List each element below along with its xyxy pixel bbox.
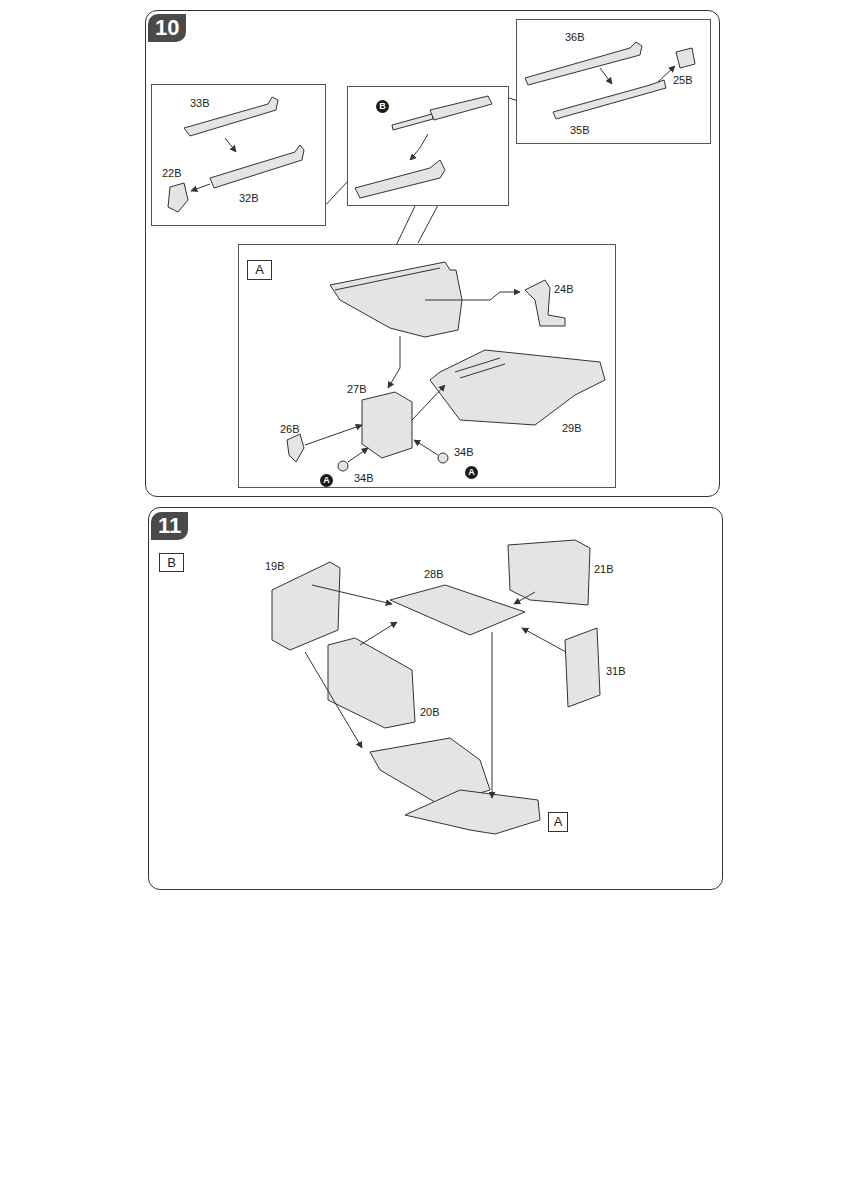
part-29 [430,350,605,425]
subassembly-tag: B [159,553,184,572]
callout-number: 21B [594,563,614,576]
callout-number: 36B [565,31,585,44]
step-number: 10 [148,14,186,42]
callout-number: 25B [673,74,693,87]
part-34 [438,453,448,463]
leader-line [425,292,520,300]
tag-letter: A [248,261,271,279]
part-34 [338,461,348,471]
part-31 [565,628,600,707]
gun-body [355,160,445,198]
callout-number: 19B [265,560,285,573]
part-21 [508,540,590,605]
part-20 [328,638,415,728]
callout-number: 34B [454,446,474,459]
step-panel: 11B A [148,507,723,890]
callout-number: 24B [554,283,574,296]
part-27 [362,392,412,458]
leader-line [600,68,612,84]
leader-line [225,138,236,152]
leader-line [412,385,445,420]
callout-connector [509,98,516,100]
callout-number: 26B [280,423,300,436]
part-25 [676,48,695,68]
plate-slot [455,358,505,378]
leader-line [348,448,368,462]
callout-number: 33B [190,97,210,110]
callout-number: 29B [562,422,582,435]
detail-inset: 33B 22B 32B [151,84,326,226]
leader-line [360,622,397,645]
leader-line [388,336,400,388]
callout-number: 27B [347,383,367,396]
receiver [430,96,492,120]
callout-number: 32B [239,192,259,205]
part-28 [390,585,525,635]
tag-letter: A [549,813,567,831]
step-panel: 10 33B 22B 32B B 36B 25B 35B 24B 27B 26B 29B 34B 34B A… [145,10,720,497]
leader-line [410,134,428,160]
barrel-line [335,268,440,290]
leader-line [305,425,362,445]
barrel [392,114,433,130]
glue-mark: A [465,466,478,479]
callout-number: 20B [420,706,440,719]
subassembly-tag: A [548,812,568,832]
leader-line [305,652,362,748]
leader-line [658,66,675,82]
subassembly-tag: A [247,260,272,280]
part-26 [287,434,304,462]
mount-plate [405,790,540,834]
part-22 [168,183,188,212]
callout-number: 31B [606,665,626,678]
part-35 [553,80,666,119]
callout-number: 34B [354,472,374,485]
callout-connector [326,182,347,205]
leader-line [312,585,392,604]
glue-mark: B [376,100,389,113]
callout-number: 28B [424,568,444,581]
part-32 [210,145,304,188]
callout-connector [397,206,415,244]
part-36 [525,42,642,85]
leader-line [522,628,566,652]
glue-mark: A [320,474,333,487]
leader-line [514,592,535,604]
detail-inset: B [347,86,509,206]
callout-number: 35B [570,124,590,137]
part-19 [272,562,340,650]
callout-pointer [418,205,438,243]
tag-letter: B [160,554,183,571]
leader-line [414,440,438,455]
callout-number: 22B [162,167,182,180]
leader-line [492,632,493,798]
part-33 [184,97,278,136]
detail-inset: 36B 25B 35B [516,19,711,144]
leader-line [191,184,210,191]
subassembly-box: 24B 27B 26B 29B 34B 34B A A A [238,244,616,488]
step-number: 11 [151,512,188,540]
